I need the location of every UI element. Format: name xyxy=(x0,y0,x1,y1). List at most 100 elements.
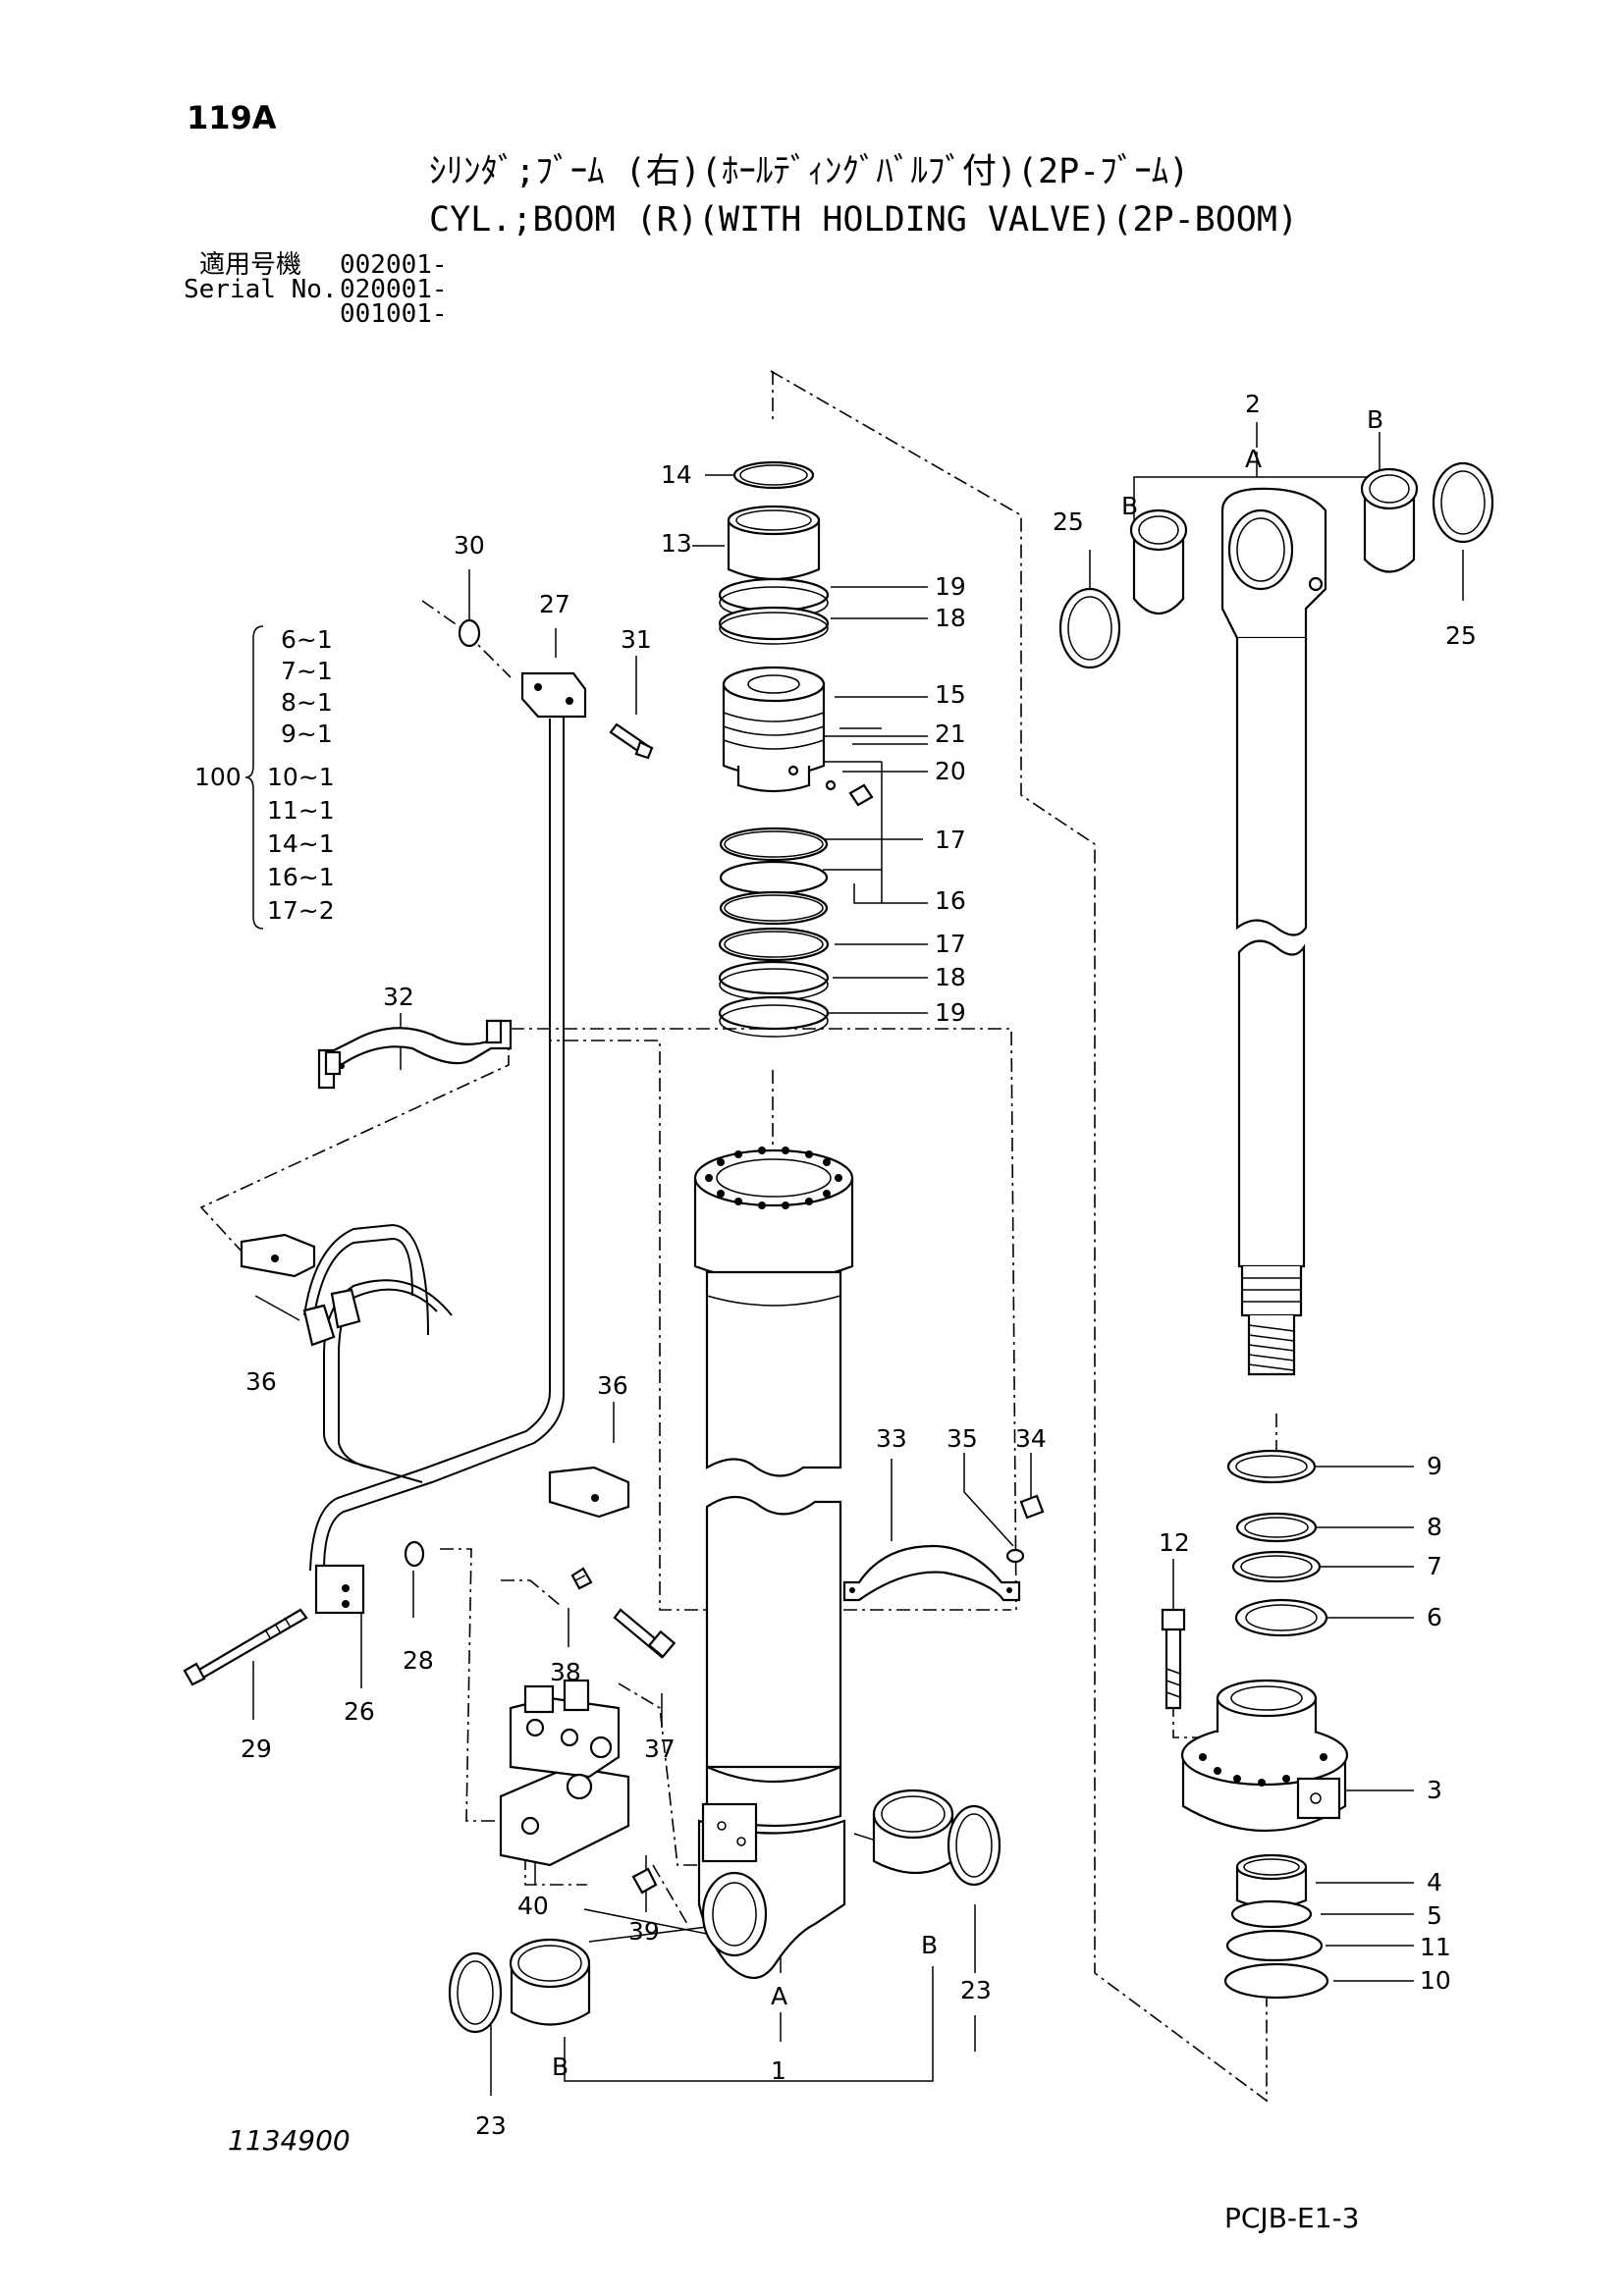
part-19-ring xyxy=(718,995,830,1031)
callout-37: 37 xyxy=(644,1735,676,1763)
kit-item: 17~2 xyxy=(267,896,335,925)
ref-letter-a-rod: A xyxy=(1245,445,1262,473)
callout-2: 2 xyxy=(1245,390,1261,418)
pipe-fitting xyxy=(302,1304,336,1347)
part-30-o-ring xyxy=(458,618,481,648)
sheet-code: PCJB-E1-3 xyxy=(1224,2202,1360,2234)
callout-9: 9 xyxy=(1427,1452,1442,1480)
part-17-ring xyxy=(718,927,830,962)
part-17-ring xyxy=(719,827,829,862)
callout-21: 21 xyxy=(935,720,966,748)
callout-36: 36 xyxy=(597,1371,628,1400)
kit-item: 8~1 xyxy=(281,688,333,717)
cylinder-head-parts xyxy=(1161,1449,1349,2000)
page-title-english: CYL.;BOOM (R)(WITH HOLDING VALVE)(2P-BOO… xyxy=(429,200,1299,240)
callout-18: 18 xyxy=(935,963,966,991)
callout-30: 30 xyxy=(454,531,485,560)
part-36-clamp xyxy=(548,1466,630,1519)
part-33-clamp xyxy=(842,1544,1021,1602)
callout-1: 1 xyxy=(771,2056,786,2085)
part-23-seal xyxy=(448,1951,503,2034)
clamps xyxy=(240,1019,1045,1602)
kit-item: 9~1 xyxy=(281,720,333,748)
serial-label-english: Serial No. xyxy=(184,275,338,304)
part-26-flange xyxy=(314,1564,365,1615)
tube-end-bushings xyxy=(448,1789,1001,2034)
serial-label-japanese: 適用号機 xyxy=(199,250,302,280)
callout-10: 10 xyxy=(1420,1966,1451,1995)
ref-letter-b-tube-right: B xyxy=(921,1931,938,1959)
callout-20: 20 xyxy=(935,757,966,785)
part-2-piston-rod xyxy=(1058,461,1494,1376)
part-21-ball xyxy=(825,779,837,791)
callout-23: 23 xyxy=(475,2111,507,2140)
part-18-ring xyxy=(718,960,830,995)
kit-number: 100 xyxy=(194,763,242,791)
callout-34: 34 xyxy=(1015,1424,1047,1453)
callout-14: 14 xyxy=(661,460,692,489)
callout-5: 5 xyxy=(1427,1901,1442,1930)
callout-40: 40 xyxy=(517,1892,549,1920)
part-10-ring xyxy=(1223,1962,1329,2000)
reference-letters: A B B A B B xyxy=(552,405,1383,2081)
callout-31: 31 xyxy=(621,625,652,654)
callout-19: 19 xyxy=(935,998,966,1027)
drawing-number: 1134900 xyxy=(228,2124,351,2157)
holding-valve xyxy=(499,1567,677,1895)
callout-3: 3 xyxy=(1427,1776,1442,1804)
page-title-japanese: ｼﾘﾝﾀﾞ;ﾌﾞｰﾑ (右)(ﾎｰﾙﾃﾞｨﾝｸﾞﾊﾞﾙﾌﾞ付)(2P-ﾌﾞｰﾑ) xyxy=(429,152,1190,191)
gland-parts xyxy=(718,460,874,1038)
part-14-ring xyxy=(732,460,815,490)
part-38-spring-pin xyxy=(570,1567,593,1590)
part-1-cylinder-tube xyxy=(693,1147,854,1979)
ref-letter-b-tube-left: B xyxy=(552,2053,568,2081)
callout-4: 4 xyxy=(1427,1868,1442,1896)
callout-26: 26 xyxy=(344,1697,375,1726)
part-39-plug xyxy=(631,1867,658,1895)
kit-item: 11~1 xyxy=(267,796,335,825)
callout-17: 17 xyxy=(935,826,966,854)
part-27-flange xyxy=(520,671,587,719)
callout-7: 7 xyxy=(1427,1552,1442,1580)
kit-item: 16~1 xyxy=(267,863,335,891)
part-18-ring xyxy=(718,606,830,641)
part-8-ring xyxy=(1235,1512,1318,1543)
callout-25: 25 xyxy=(1053,507,1084,536)
part-40-valve-body xyxy=(499,1765,630,1867)
part-16-seal xyxy=(719,860,829,895)
part-29-bolt xyxy=(190,1608,308,1682)
part-32-clamp xyxy=(317,1019,513,1090)
pipe-assembly xyxy=(183,618,654,1686)
ref-letter-b-rod-right: B xyxy=(1367,405,1383,434)
ref-letter-b-rod-left: B xyxy=(1121,492,1138,520)
callout-32: 32 xyxy=(383,983,414,1011)
kit-item: 10~1 xyxy=(267,763,335,791)
callout-23: 23 xyxy=(960,1976,992,2004)
part-35-washer xyxy=(1005,1548,1025,1564)
callout-38: 38 xyxy=(550,1658,581,1686)
serial-number: 001001- xyxy=(340,299,448,329)
callout-numbers: 1 2 3 4 5 6 7 8 9 10 11 12 13 14 15 16 1… xyxy=(241,390,1477,2140)
kit-item: 7~1 xyxy=(281,657,333,685)
callout-36: 36 xyxy=(245,1367,277,1396)
callout-18: 18 xyxy=(935,604,966,632)
part-5-ring xyxy=(1230,1899,1313,1929)
callout-19: 19 xyxy=(935,572,966,601)
callout-33: 33 xyxy=(876,1424,907,1453)
seal-kit-list: 100 6~1 7~1 8~1 9~1 10~1 11~1 14~1 16~1 … xyxy=(194,625,335,930)
callout-15: 15 xyxy=(935,680,966,709)
part-25-seal xyxy=(1058,587,1121,669)
callout-25: 25 xyxy=(1445,621,1477,650)
ref-letter-a-tube: A xyxy=(771,1982,787,2010)
callout-16: 16 xyxy=(935,886,966,915)
pipe-tube xyxy=(323,717,565,1572)
part-11-ring xyxy=(1225,1929,1324,1962)
serial-number: 002001- xyxy=(340,250,448,280)
part-6-seal xyxy=(1234,1598,1328,1637)
kit-bracket xyxy=(244,625,264,930)
callout-39: 39 xyxy=(628,1917,660,1946)
callout-35: 35 xyxy=(947,1424,978,1453)
part-19-ring xyxy=(718,577,830,613)
leader-lines xyxy=(252,422,1464,2096)
